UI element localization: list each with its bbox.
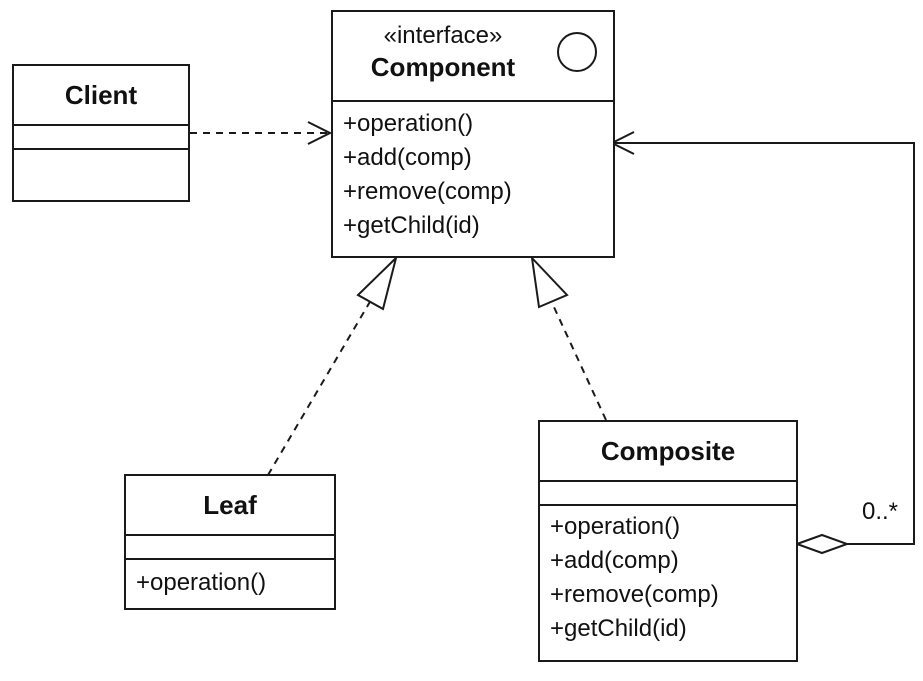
- client-attributes: [14, 126, 188, 150]
- method: +getChild(id): [550, 615, 687, 642]
- method: +add(comp): [550, 547, 679, 574]
- method: +operation(): [343, 110, 474, 137]
- leaf-header: Leaf: [126, 476, 334, 536]
- aggregation-line: [612, 142, 915, 545]
- component-stereotype: «interface»: [383, 22, 503, 49]
- method: +operation(): [136, 569, 267, 596]
- aggregation-multiplicity-label: 0..*: [862, 498, 899, 525]
- composite-realization-triangle: [530, 255, 569, 309]
- leaf-attributes: [126, 536, 334, 560]
- method: +add(comp): [343, 144, 472, 171]
- component-header: «interface» Component: [333, 12, 613, 102]
- client-header: Client: [14, 66, 188, 126]
- component-interface: «interface» Component +operation() +add(…: [331, 10, 615, 258]
- composite-header: Composite: [540, 422, 796, 482]
- leaf-name: Leaf: [203, 490, 257, 520]
- client-class: Client: [12, 64, 190, 202]
- dependency-arrowhead: [307, 121, 333, 145]
- composite-methods: +operation() +add(comp) +remove(comp) +g…: [540, 506, 796, 646]
- composite-name: Composite: [600, 436, 736, 466]
- composite-attributes: [540, 482, 796, 506]
- method: +remove(comp): [343, 178, 512, 205]
- composite-class: Composite +operation() +add(comp) +remov…: [538, 420, 798, 662]
- leaf-realization-line: [267, 299, 372, 476]
- component-name: Component: [370, 52, 516, 82]
- client-name: Client: [64, 80, 138, 110]
- leaf-methods: +operation(): [126, 560, 334, 600]
- component-methods: +operation() +add(comp) +remove(comp) +g…: [333, 102, 613, 243]
- method: +remove(comp): [550, 581, 719, 608]
- method: +operation(): [550, 513, 681, 540]
- leaf-realization-triangle: [356, 254, 398, 311]
- method: +getChild(id): [343, 212, 480, 239]
- composite-realization-line: [552, 304, 607, 421]
- leaf-class: Leaf +operation(): [124, 474, 336, 610]
- aggregation-diamond: [794, 533, 850, 555]
- interface-circle-icon: [557, 32, 597, 72]
